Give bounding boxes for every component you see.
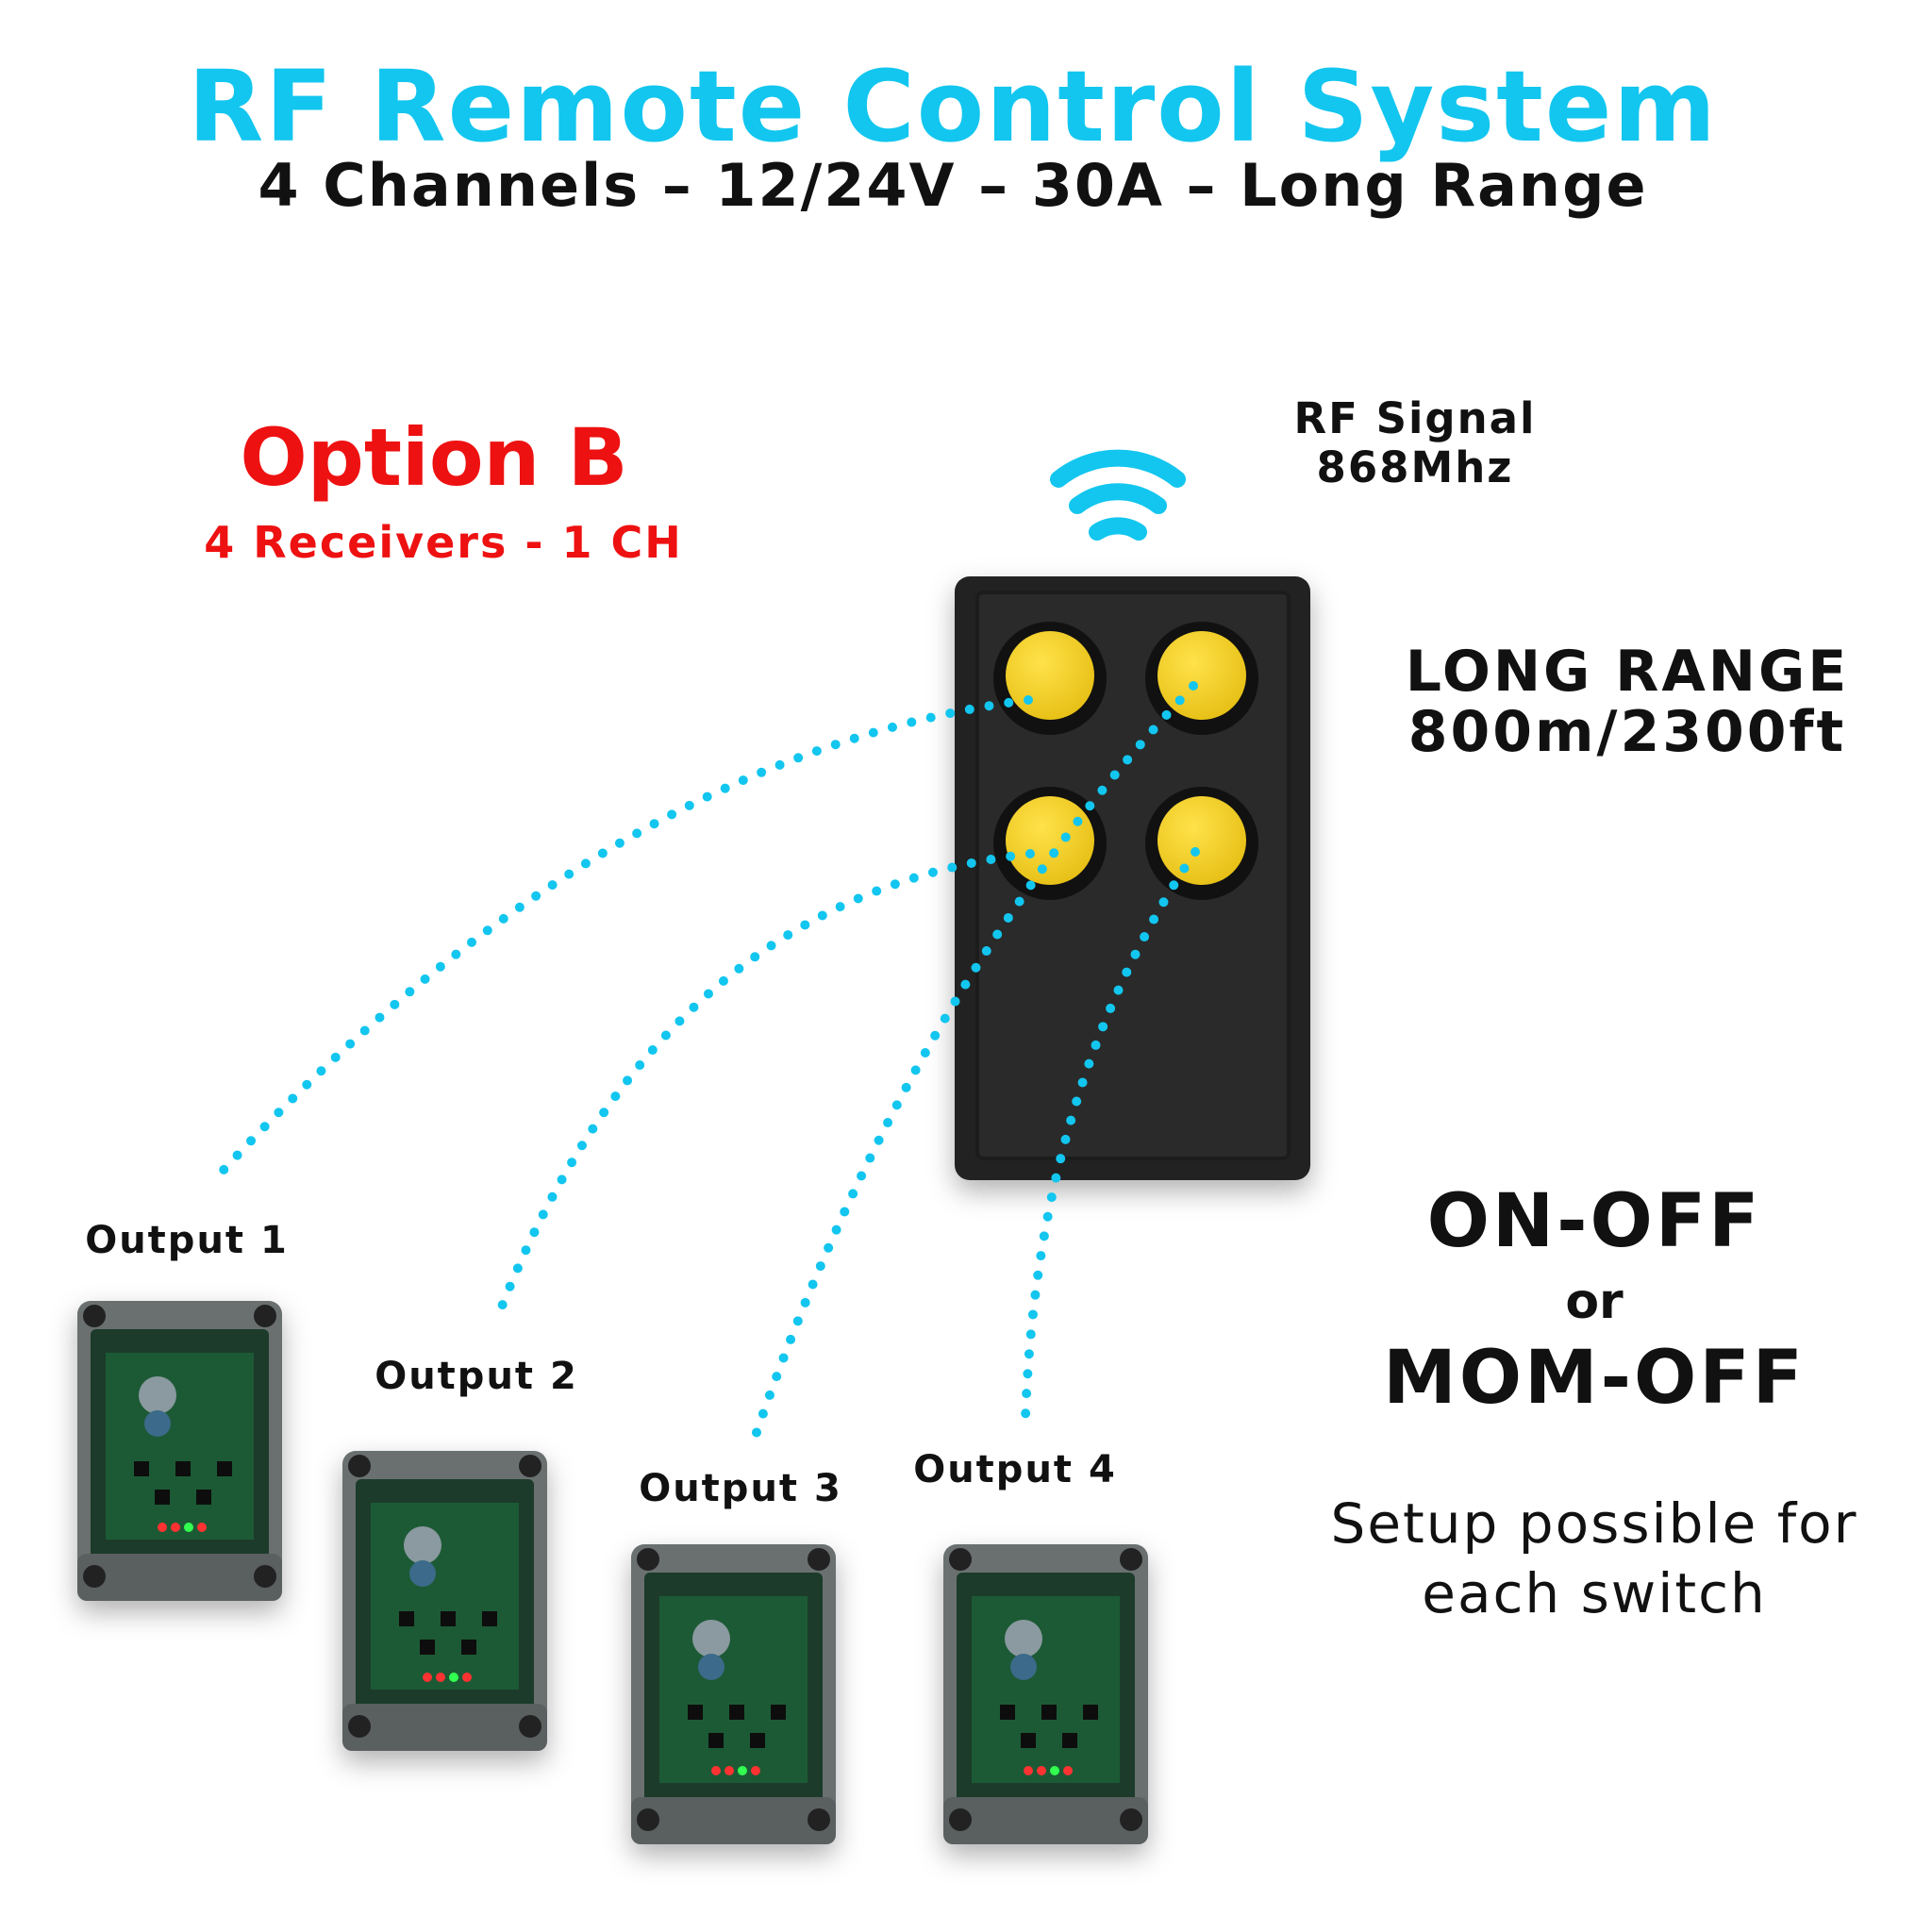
output-3-label: Output 3 <box>639 1467 842 1510</box>
setup-note-line1: Setup possible for <box>1330 1491 1858 1556</box>
led-icon <box>724 1766 734 1775</box>
range-label: LONG RANGE 800m/2300ft <box>1396 641 1858 762</box>
receiver-1 <box>77 1301 282 1601</box>
option-subtitle: 4 Receivers - 1 CH <box>204 517 683 568</box>
screw-icon <box>1120 1548 1142 1571</box>
screw-icon <box>949 1548 972 1571</box>
led-icon <box>184 1523 193 1532</box>
output-4-label: Output 4 <box>913 1448 1117 1491</box>
led-icon <box>751 1766 760 1775</box>
led-icon <box>711 1766 721 1775</box>
led-icon <box>171 1523 180 1532</box>
mode-or: or <box>1565 1274 1624 1330</box>
page-subtitle: 4 Channels – 12/24V – 30A – Long Range <box>258 151 1648 220</box>
signal-path-4 <box>1021 847 1200 1422</box>
led-icon <box>436 1673 445 1682</box>
screw-icon <box>949 1808 972 1831</box>
screw-icon <box>1120 1808 1142 1831</box>
rf-signal-line1: RF Signal <box>1293 393 1537 443</box>
remote-button-1 <box>993 622 1107 735</box>
page-title: RF Remote Control System <box>188 49 1718 164</box>
output-2-label: Output 2 <box>375 1355 578 1398</box>
led-icon <box>449 1673 458 1682</box>
signal-path-3 <box>746 681 1198 1454</box>
led-icon <box>197 1523 207 1532</box>
screw-icon <box>637 1808 659 1831</box>
screw-icon <box>808 1808 830 1831</box>
output-1-label: Output 1 <box>85 1219 289 1262</box>
rf-signal-label: RF Signal 868Mhz <box>1264 394 1566 492</box>
screw-icon <box>254 1305 276 1327</box>
rf-signal-frequency: 868Mhz <box>1316 442 1514 492</box>
led-icon <box>1050 1766 1059 1775</box>
screw-icon <box>348 1455 371 1477</box>
signal-path-2 <box>493 849 1035 1321</box>
range-distance: 800m/2300ft <box>1407 699 1847 765</box>
receiver-4 <box>943 1544 1148 1844</box>
setup-note-line2: each switch <box>1422 1561 1767 1625</box>
led-icon <box>738 1766 747 1775</box>
led-icon <box>1037 1766 1046 1775</box>
receiver-3 <box>631 1544 836 1844</box>
screw-icon <box>254 1565 276 1588</box>
remote-button-3 <box>993 787 1107 900</box>
setup-note: Setup possible for each switch <box>1302 1489 1887 1628</box>
screw-icon <box>637 1548 659 1571</box>
screw-icon <box>808 1548 830 1571</box>
mode-on-off: ON-OFF <box>1426 1179 1762 1264</box>
led-icon <box>158 1523 167 1532</box>
led-icon <box>1063 1766 1073 1775</box>
led-icon <box>462 1673 472 1682</box>
screw-icon <box>519 1455 541 1477</box>
remote-buttons <box>993 622 1258 900</box>
led-icon <box>1024 1766 1033 1775</box>
led-icon <box>423 1673 432 1682</box>
screw-icon <box>519 1715 541 1738</box>
screw-icon <box>83 1565 106 1588</box>
screw-icon <box>348 1715 371 1738</box>
range-line1: LONG RANGE <box>1405 639 1850 705</box>
option-title: Option B <box>240 411 628 504</box>
receiver-2 <box>342 1451 547 1751</box>
wifi-signal-icon <box>1050 449 1186 541</box>
remote-button-4 <box>1145 787 1258 900</box>
signal-path-1 <box>209 695 1033 1185</box>
mode-mom-off: MOM-OFF <box>1383 1336 1806 1421</box>
remote-button-2 <box>1145 622 1258 735</box>
screw-icon <box>83 1305 106 1327</box>
